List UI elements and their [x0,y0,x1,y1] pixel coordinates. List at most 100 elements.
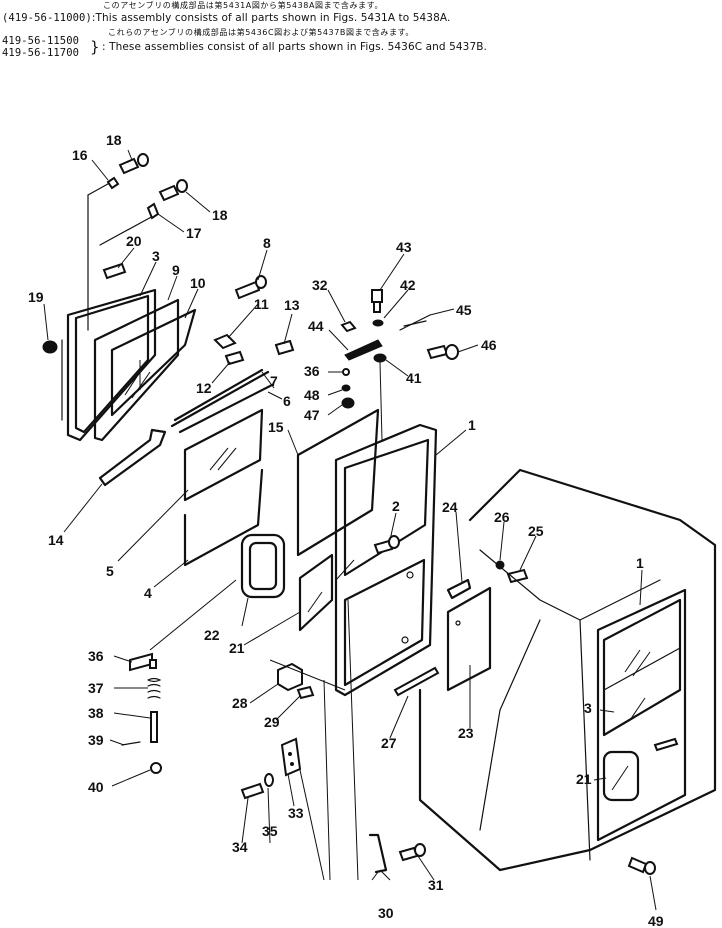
callout-8: 8 [263,235,271,251]
leader-lines [43,149,657,911]
callout-47: 47 [304,407,320,423]
callout-31: 31 [428,877,444,893]
part-strip-6 [178,383,274,434]
part-washer-36a [342,368,350,376]
part-window-frame-3 [61,288,157,442]
part-bolt-2 [373,535,400,555]
part-panel-23 [446,586,492,692]
part-spring-45 [399,314,431,331]
callout-42: 42 [400,277,416,293]
header-line2-jp: これらのアセンブリの構成部品は第5436C図および第5437B図まで含みます。 [108,28,414,37]
part-bolt-25 [506,568,529,584]
callout-32: 32 [312,277,328,293]
callout-19: 19 [28,289,44,305]
callout-9: 9 [172,262,180,278]
callout-3b: 3 [584,700,592,716]
header-line1-code: (419-56-11000) [2,12,92,24]
callout-16: 16 [72,147,88,163]
header-line2-code-b: 419-56-11700 [2,47,80,59]
callout-5: 5 [106,563,114,579]
part-channel-14 [98,428,167,487]
callout-20: 20 [126,233,142,249]
callout-49: 49 [648,913,664,928]
header-brace: } [90,38,100,56]
callout-34: 34 [232,839,248,855]
callout-23: 23 [458,725,474,741]
part-bolt-29 [296,685,315,700]
part-strip-27 [393,666,440,697]
part-latch-44 [344,339,383,361]
callout-36b: 36 [88,648,104,664]
callout-6: 6 [283,393,291,409]
part-bolt-18a [118,153,149,175]
callout-15: 15 [268,419,284,435]
part-rail-16-17 [87,176,160,331]
part-glass-9 [93,298,180,442]
part-washer-41 [373,353,387,363]
part-washer-26 [495,560,505,570]
part-seal-22 [240,533,286,599]
callout-18b: 18 [212,207,228,223]
part-glass-5 [183,408,264,502]
header-line2-text: : These assemblies consist of all parts … [102,41,487,53]
part-handle-24 [446,578,472,600]
callout-33: 33 [288,805,304,821]
part-nut-19 [42,340,58,354]
part-striker-33 [280,737,302,777]
callout-1b: 1 [636,555,644,571]
callout-36a: 36 [304,363,320,379]
part-glass-21a [298,553,334,632]
callout-45: 45 [456,302,472,318]
part-bolt-13 [274,339,295,356]
callout-29: 29 [264,714,280,730]
callout-24: 24 [442,499,458,515]
callout-41: 41 [406,370,422,386]
callout-28: 28 [232,695,248,711]
callout-25: 25 [528,523,544,539]
part-bolt-12 [224,350,245,366]
part-pin-assembly [121,652,162,774]
callout-17: 17 [186,225,202,241]
callout-7: 7 [270,373,278,389]
callout-labels: 18 16 18 17 20 3 9 10 8 19 11 13 12 7 6 … [28,132,664,928]
part-bolt-34 [240,782,265,800]
part-door-frame-1 [334,423,438,697]
part-washer-35 [264,773,274,787]
callout-21a: 21 [229,640,245,656]
callout-44: 44 [308,318,324,334]
part-washer-48 [341,384,351,392]
header-line1: (419-56-11000):This assembly consists of… [2,12,450,24]
part-grab-handle-30 [368,833,388,874]
callout-12: 12 [196,380,212,396]
callout-4: 4 [144,585,152,601]
header-line1-text: :This assembly consists of all parts sho… [91,12,451,24]
part-glass-10 [110,308,197,417]
callout-11: 11 [254,296,269,312]
callout-14: 14 [48,532,64,548]
callout-40: 40 [88,779,104,795]
part-channel-4 [183,468,264,567]
callout-38: 38 [88,705,104,721]
part-bolt-46 [426,344,459,360]
part-bolt-49 [627,856,656,875]
callout-26: 26 [494,509,510,525]
part-washer-42 [372,319,384,327]
part-cab-body [418,468,717,872]
callout-48: 48 [304,387,320,403]
part-bolt-8 [234,275,267,300]
callout-21b: 21 [576,771,592,787]
part-bolt-43 [371,289,383,313]
part-block-32 [340,320,357,333]
header-line2-code-a: 419-56-11500 [2,35,80,47]
part-strip-7 [170,368,270,428]
callout-22: 22 [204,627,220,643]
callout-30: 30 [378,905,394,921]
callout-1a: 1 [468,417,476,433]
callout-37: 37 [88,680,104,696]
callout-13: 13 [284,297,300,313]
callout-10: 10 [190,275,206,291]
callout-2: 2 [392,498,400,514]
part-bolt-18b [158,179,188,202]
part-washer-47 [341,397,355,409]
